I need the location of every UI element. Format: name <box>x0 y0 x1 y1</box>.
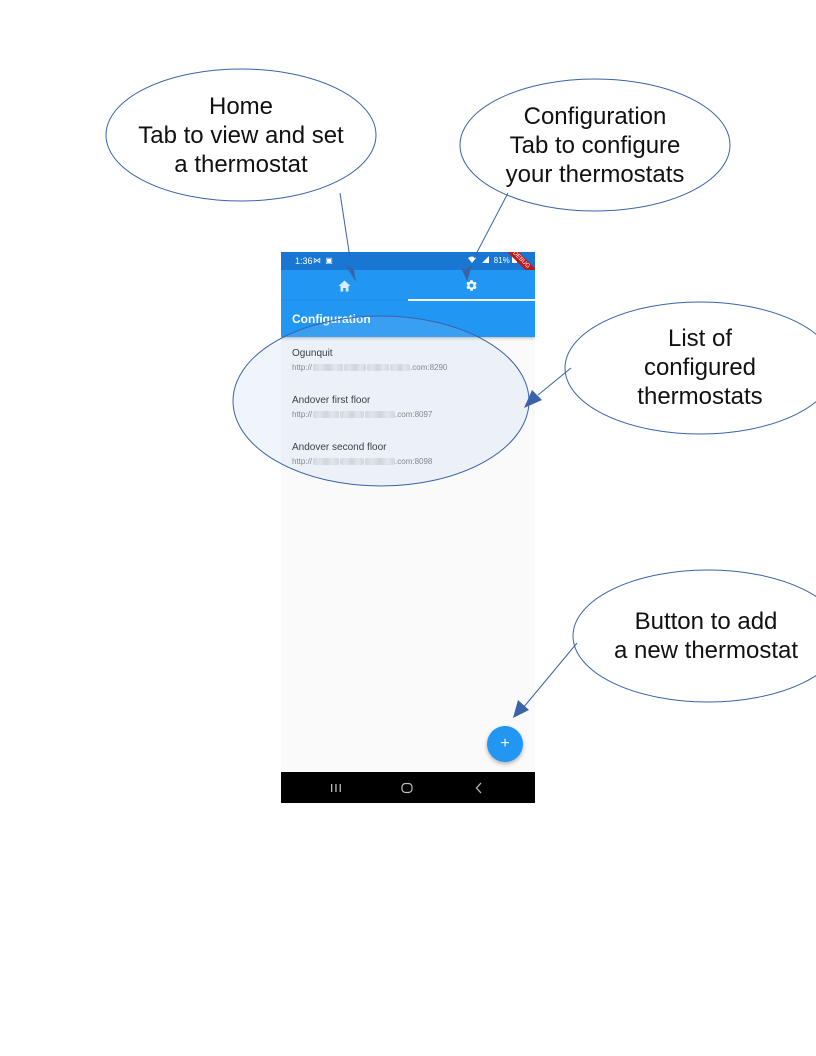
callout-line: Tab to configure <box>509 132 681 159</box>
thermostat-url: http:// .com:8097 <box>292 410 432 419</box>
callout-line: Button to add <box>634 608 778 635</box>
list-pointer-line <box>537 367 572 396</box>
wifi-icon <box>468 256 477 263</box>
url-suffix: .com:8097 <box>395 410 433 419</box>
back-chevron-icon <box>475 782 482 794</box>
callout-line: a thermostat <box>174 151 308 178</box>
home-icon <box>338 280 351 291</box>
callout-line: Home <box>208 93 274 120</box>
redacted-host <box>364 411 395 419</box>
home-circle-icon <box>401 782 413 794</box>
android-nav-bar <box>281 772 535 803</box>
selected-tab-indicator <box>408 299 535 301</box>
phone-screen: 1:36 ⋈ ▣ 81% DEBUG <box>281 252 535 803</box>
callout-add: Button to add a new thermostat <box>600 607 812 665</box>
list-item[interactable]: Ogunquit http:// .com:8290 <box>281 344 535 391</box>
recents-button[interactable] <box>328 780 344 796</box>
callout-home: Home Tab to view and set a thermostat <box>106 92 376 179</box>
thermostat-name: Ogunquit <box>292 348 333 359</box>
thermostat-name: Andover second floor <box>292 442 387 453</box>
list-item[interactable]: Andover second floor http:// .com:8098 <box>281 438 535 485</box>
tab-bar <box>281 270 535 301</box>
thermostat-list: Ogunquit http:// .com:8290 Andover first … <box>281 344 535 485</box>
redacted-host <box>312 458 339 466</box>
callout-line: List of <box>667 325 733 352</box>
callout-line: configured <box>643 354 757 381</box>
url-prefix: http:// <box>292 410 313 419</box>
redacted-host <box>339 411 364 419</box>
home-nav-button[interactable] <box>399 780 415 796</box>
callout-list: List of configured thermostats <box>590 324 810 411</box>
tab-home[interactable] <box>281 270 408 301</box>
add-thermostat-button[interactable]: + <box>487 726 523 762</box>
app-bar: Configuration <box>281 301 535 337</box>
callout-line: your thermostats <box>505 161 685 188</box>
url-prefix: http:// <box>292 457 313 466</box>
notification-icons: ⋈ ▣ <box>313 256 334 265</box>
callout-configuration: Configuration Tab to configure your ther… <box>460 102 730 189</box>
signal-icon <box>481 256 489 263</box>
redacted-host <box>366 364 389 372</box>
url-suffix: .com:8290 <box>410 363 448 372</box>
url-prefix: http:// <box>292 363 313 372</box>
redacted-host <box>312 364 343 372</box>
redacted-host <box>339 458 364 466</box>
callout-line: Configuration <box>523 103 667 130</box>
thermostat-url: http:// .com:8290 <box>292 363 447 372</box>
redacted-host <box>343 364 366 372</box>
callout-line: Tab to view and set <box>138 122 344 149</box>
home-pointer-line <box>339 192 351 259</box>
battery-level: 81% <box>493 256 510 265</box>
configuration-pointer-line <box>473 192 509 259</box>
list-item[interactable]: Andover first floor http:// .com:8097 <box>281 391 535 438</box>
url-suffix: .com:8098 <box>395 457 433 466</box>
recents-icon <box>331 784 341 792</box>
status-bar: 1:36 ⋈ ▣ 81% DEBUG <box>281 252 535 283</box>
callout-line: thermostats <box>637 383 763 410</box>
redacted-host <box>364 458 395 466</box>
thermostat-name: Andover first floor <box>292 395 371 406</box>
redacted-host <box>389 364 410 372</box>
thermostat-url: http:// .com:8098 <box>292 457 432 466</box>
tab-configuration[interactable] <box>408 270 535 301</box>
page-title: Configuration <box>292 312 371 326</box>
status-time: 1:36 <box>295 256 313 266</box>
redacted-host <box>312 411 339 419</box>
gear-icon <box>466 280 477 291</box>
callout-line: a new thermostat <box>613 637 799 664</box>
back-button[interactable] <box>471 780 487 796</box>
